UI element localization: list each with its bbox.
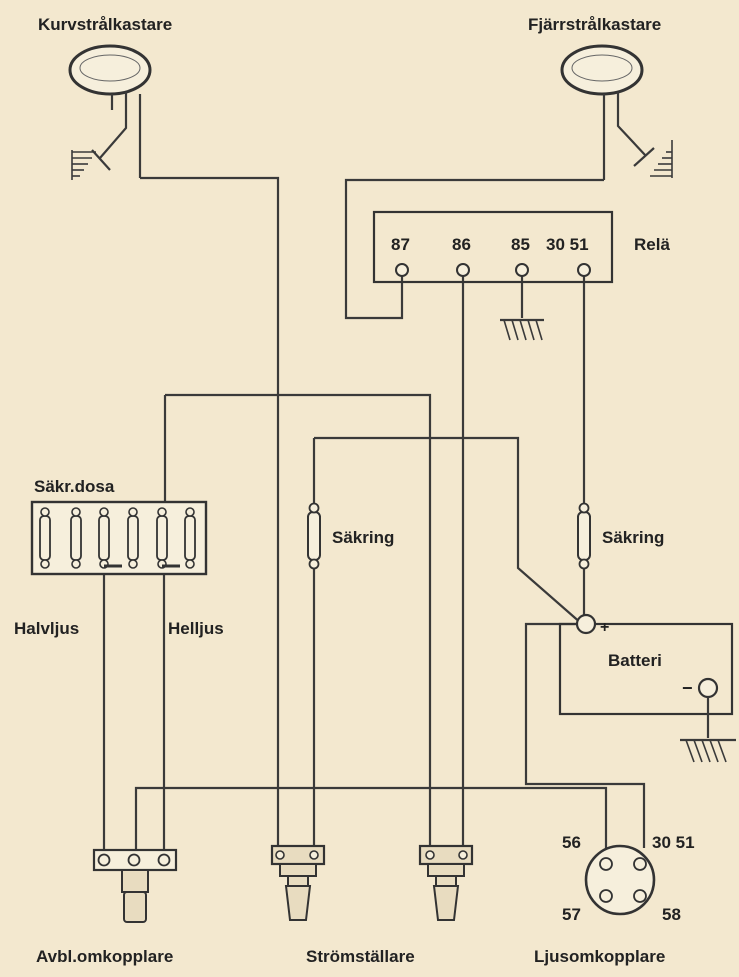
light-switch-pin-56: 56 bbox=[562, 833, 581, 852]
right-lamp-ground-symbol bbox=[650, 140, 673, 178]
power-switch-left bbox=[270, 844, 326, 921]
fuse-box-label: Säkr.dosa bbox=[34, 477, 115, 496]
relay-ground-symbol bbox=[500, 318, 544, 341]
fuse-box: Säkr.dosa bbox=[30, 477, 208, 576]
dip-switch: Avbl.omkopplare bbox=[36, 848, 178, 966]
right-fuse-label: Säkring bbox=[602, 528, 664, 547]
battery-label: Batteri bbox=[608, 651, 662, 670]
fuse-cell bbox=[184, 507, 196, 569]
relay-pin-86: 86 bbox=[452, 235, 471, 254]
dip-switch-label: Avbl.omkopplare bbox=[36, 947, 173, 966]
light-switch-label: Ljusomkopplare bbox=[534, 947, 665, 966]
fuse-cell bbox=[70, 507, 82, 569]
right-fuse: Säkring bbox=[577, 502, 664, 570]
relay-pin-85: 85 bbox=[511, 235, 530, 254]
fuse-cell bbox=[39, 507, 51, 569]
fuse-cell bbox=[156, 507, 168, 569]
low-beam-label: Halvljus bbox=[14, 619, 79, 638]
right-headlamp bbox=[560, 44, 673, 180]
left-lamp-label: Kurvstrålkastare bbox=[38, 15, 172, 34]
light-switch-pin-57: 57 bbox=[562, 905, 581, 924]
light-switch-pin-30-51: 30 51 bbox=[652, 833, 695, 852]
power-switch-label: Strömställare bbox=[306, 947, 415, 966]
battery-ground-symbol bbox=[680, 738, 736, 763]
left-fuse-label: Säkring bbox=[332, 528, 394, 547]
light-switch: 56 30 51 57 58 Ljusomkopplare bbox=[534, 833, 695, 966]
battery-minus: − bbox=[682, 678, 693, 698]
relay-label: Relä bbox=[634, 235, 670, 254]
fuse-cell bbox=[127, 507, 139, 569]
battery: + Batteri − bbox=[558, 613, 736, 763]
left-fuse: Säkring bbox=[307, 502, 394, 570]
relay: 87 86 85 30 51 Relä bbox=[372, 210, 670, 284]
fuse-cells bbox=[39, 507, 196, 569]
power-switch-right bbox=[418, 844, 474, 921]
relay-pin-30-51: 30 51 bbox=[546, 235, 589, 254]
right-lamp-label: Fjärrstrålkastare bbox=[528, 15, 661, 34]
relay-pin-87: 87 bbox=[391, 235, 410, 254]
left-headlamp bbox=[68, 44, 152, 180]
high-beam-label: Helljus bbox=[168, 619, 224, 638]
wiring bbox=[102, 176, 646, 856]
battery-plus: + bbox=[600, 619, 609, 636]
light-switch-pin-58: 58 bbox=[662, 905, 681, 924]
left-lamp-ground-symbol bbox=[71, 150, 96, 180]
fuse-cell bbox=[98, 507, 110, 569]
